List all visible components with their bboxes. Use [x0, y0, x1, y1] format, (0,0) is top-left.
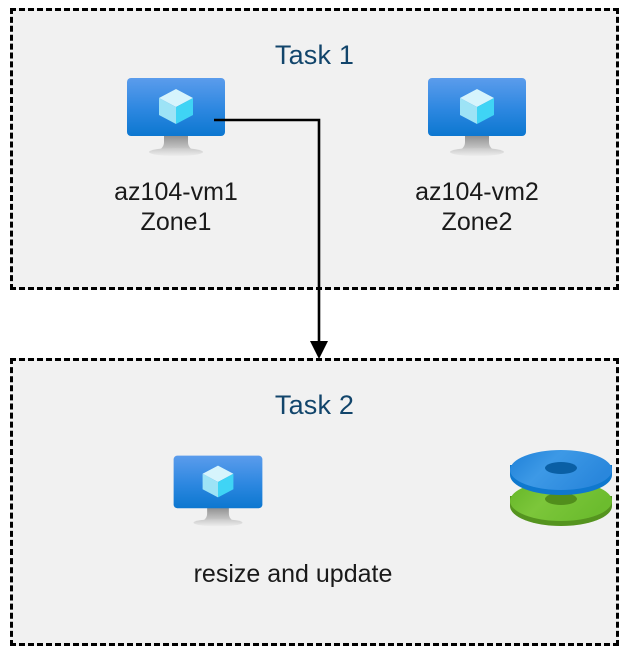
- virtual-machine-icon: [428, 78, 526, 156]
- managed-disks-icon[interactable]: [506, 449, 616, 533]
- task-2-caption: resize and update: [193, 560, 393, 588]
- task-2-title: Task 2: [274, 390, 355, 420]
- task-2-container: Task 2: [10, 358, 619, 646]
- task-1-container: Task 1: [10, 8, 619, 290]
- virtual-machine-icon[interactable]: [170, 453, 266, 529]
- arrowhead-icon: [310, 341, 328, 359]
- disk-blue: [510, 450, 612, 495]
- task-2-icon-row: [13, 449, 616, 533]
- virtual-machine-icon: [127, 78, 225, 156]
- node-az104-vm2[interactable]: az104-vm2 Zone2: [367, 77, 587, 237]
- node-az104-vm1[interactable]: az104-vm1 Zone1: [66, 77, 286, 237]
- node-label-az104-vm2: az104-vm2 Zone2: [415, 178, 539, 236]
- task-1-title: Task 1: [274, 40, 355, 70]
- node-label-az104-vm1: az104-vm1 Zone1: [114, 178, 238, 236]
